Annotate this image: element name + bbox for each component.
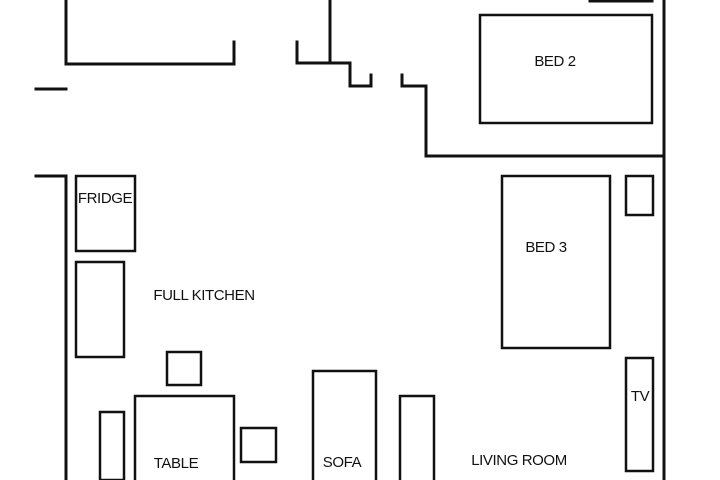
bed-3-label: BED 3 xyxy=(525,239,566,256)
bed-2-label: BED 2 xyxy=(534,53,575,70)
tv: TV xyxy=(624,356,655,473)
chair-right xyxy=(239,426,278,464)
side-table xyxy=(398,394,436,480)
chair-top xyxy=(165,350,203,387)
bed-3-shape xyxy=(500,174,612,350)
kitchen-counter xyxy=(74,260,126,359)
wall-left-exterior xyxy=(34,174,68,480)
sofa-shape xyxy=(311,369,378,480)
fridge-shape xyxy=(74,174,137,253)
table-label: TABLE xyxy=(154,455,199,472)
wall-bedroom2-corridor xyxy=(400,73,666,158)
wall-doorway-center xyxy=(295,40,373,88)
table: TABLE xyxy=(133,394,236,480)
tv-shape xyxy=(624,356,655,473)
bed-2-shape xyxy=(478,13,654,125)
fridge-label: FRIDGE xyxy=(78,190,133,207)
tv-label: TV xyxy=(631,388,650,405)
wall-top-left xyxy=(64,0,236,66)
bed-3: BED 3 xyxy=(500,174,612,350)
table-shape xyxy=(133,394,236,480)
walls xyxy=(34,0,666,480)
nightstand xyxy=(624,174,655,217)
full-kitchen-label: FULL KITCHEN xyxy=(153,287,254,304)
chair-left xyxy=(98,410,126,480)
sofa-label: SOFA xyxy=(323,454,362,471)
living-room-label: LIVING ROOM xyxy=(471,452,567,469)
sofa: SOFA xyxy=(311,369,378,480)
bed-2: BED 2 xyxy=(478,13,654,125)
fridge: FRIDGE xyxy=(74,174,137,253)
